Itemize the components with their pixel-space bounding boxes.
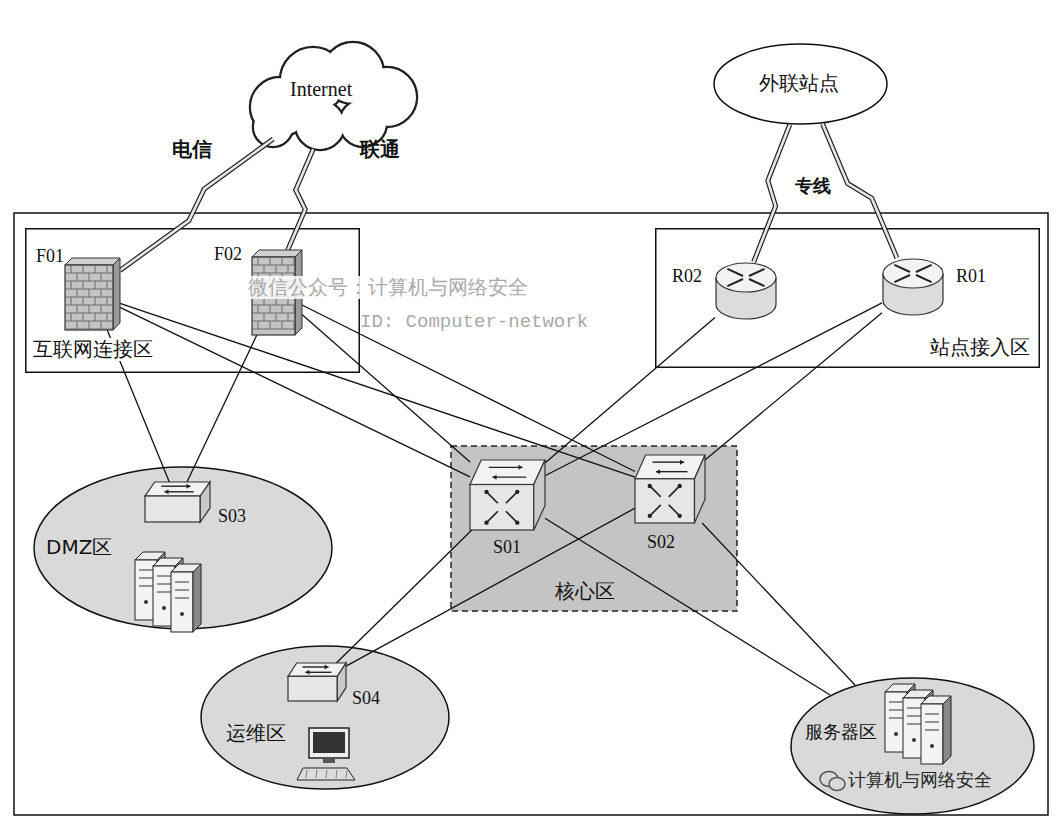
access-switch: S03: [145, 482, 210, 522]
access-switch-icon: [288, 663, 346, 701]
link-label: 电信: [172, 138, 212, 161]
node-label: S01: [491, 537, 523, 558]
node-label: 外联站点: [759, 72, 839, 95]
internet-cloud: Internet: [235, 35, 420, 150]
node-label: DMZ区: [46, 536, 112, 559]
node-label: R01: [956, 266, 986, 287]
wechat-icon: [818, 768, 848, 794]
access-switch-icon: [145, 482, 210, 522]
watermark: ID: Computer-network: [360, 312, 588, 334]
node-label: R02: [672, 266, 702, 287]
watermark: 微信公众号：计算机与网络安全: [248, 276, 528, 299]
node-label: 互联网连接区: [31, 338, 155, 361]
link-label: 联通: [360, 138, 400, 161]
node-label: S03: [218, 506, 246, 527]
core-switch: S01: [470, 460, 545, 530]
link-line: [302, 314, 470, 462]
core-zone: 核心区S01S02: [450, 445, 738, 612]
node-label: F02: [214, 244, 242, 265]
firewall-icon: [65, 258, 120, 330]
node-label: 运维区: [226, 722, 286, 745]
router: R01: [882, 258, 944, 316]
access-switch: S04: [288, 663, 346, 701]
remote-site: 外联站点: [713, 43, 888, 125]
router-icon: [715, 262, 777, 320]
site-access-zone: 站点接入区 R02 R01: [655, 228, 1040, 368]
core-switch-icon: [470, 460, 545, 530]
firewall: F01: [65, 258, 120, 330]
link-line: [545, 318, 715, 463]
server-zone: 服务器区: [790, 677, 1035, 815]
core-switch: S02: [635, 455, 705, 523]
watermark: 计算机与网络安全: [848, 770, 992, 791]
node-label: F01: [36, 246, 64, 267]
server-zone-outline: [790, 677, 1035, 815]
internet-zone: 互联网连接区 F01 F02: [25, 228, 360, 373]
router: R02: [715, 262, 777, 320]
node-label: 核心区: [553, 580, 617, 603]
dmz-zone: DMZ区 S03: [33, 466, 333, 630]
ops-zone: 运维区S04: [200, 645, 450, 790]
node-label: Internet: [290, 78, 352, 101]
node-label: 服务器区: [805, 722, 877, 743]
link-line: [120, 303, 635, 477]
node-label: 站点接入区: [928, 336, 1032, 359]
link-label: 专线: [795, 176, 831, 197]
node-label: S02: [645, 532, 677, 553]
node-label: S04: [352, 688, 380, 709]
router-icon: [882, 258, 944, 316]
network-boundary: [14, 213, 1048, 815]
core-switch-icon: [635, 455, 705, 523]
server-zone-icon: [790, 677, 1035, 815]
